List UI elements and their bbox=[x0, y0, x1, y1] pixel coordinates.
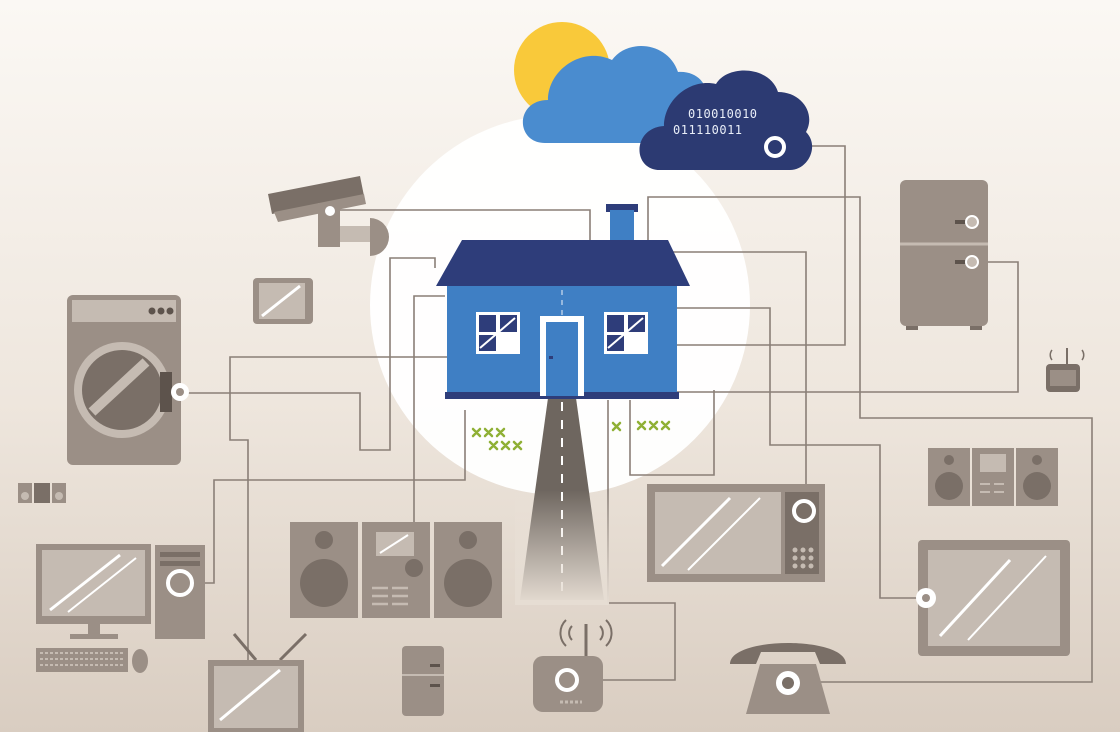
wire-house-phone bbox=[647, 196, 1093, 683]
cloud-binary-line-1: 010010010 bbox=[688, 107, 758, 121]
garden-marks bbox=[471, 420, 671, 451]
house-icon bbox=[436, 204, 690, 451]
tablet-icon bbox=[253, 278, 313, 324]
computer-connection-node bbox=[166, 569, 194, 597]
stereo-system-icon bbox=[290, 522, 502, 618]
road bbox=[515, 398, 609, 605]
wire-garden bbox=[629, 390, 715, 476]
fridge-connection-node-bottom bbox=[965, 255, 979, 269]
fridge-connection-node-top bbox=[965, 215, 979, 229]
wire-house-microwave bbox=[668, 251, 807, 510]
wire-stereo-house bbox=[413, 295, 445, 562]
cloud-icon bbox=[522, 46, 708, 143]
data-cloud-icon bbox=[639, 70, 813, 170]
wire-washer-house bbox=[185, 257, 436, 451]
wire-house-flatscreen bbox=[676, 307, 925, 599]
router-connection-node bbox=[555, 668, 579, 692]
cloud-binary-line-2: 011110011 bbox=[673, 123, 743, 137]
wifi-router-icon bbox=[533, 619, 613, 712]
flat-screen-tv-icon bbox=[918, 540, 1070, 656]
mini-fridge-icon bbox=[402, 646, 444, 716]
television-icon bbox=[208, 632, 308, 732]
cloud-connection-node bbox=[764, 136, 786, 158]
house-window-right bbox=[604, 312, 648, 354]
microwave-connection-node bbox=[792, 499, 816, 523]
desktop-computer-icon bbox=[36, 544, 205, 673]
security-camera-icon bbox=[268, 176, 389, 256]
wire-house-tv bbox=[229, 356, 450, 660]
small-router-icon bbox=[1046, 348, 1085, 392]
wire-camera-house bbox=[330, 209, 591, 240]
washing-machine-icon bbox=[67, 295, 181, 465]
mini-stereo-icon bbox=[18, 483, 66, 503]
microwave-icon bbox=[647, 484, 825, 582]
refrigerator-icon bbox=[900, 180, 988, 330]
house-window-left bbox=[476, 312, 520, 354]
right-stereo-icon bbox=[928, 448, 1058, 506]
